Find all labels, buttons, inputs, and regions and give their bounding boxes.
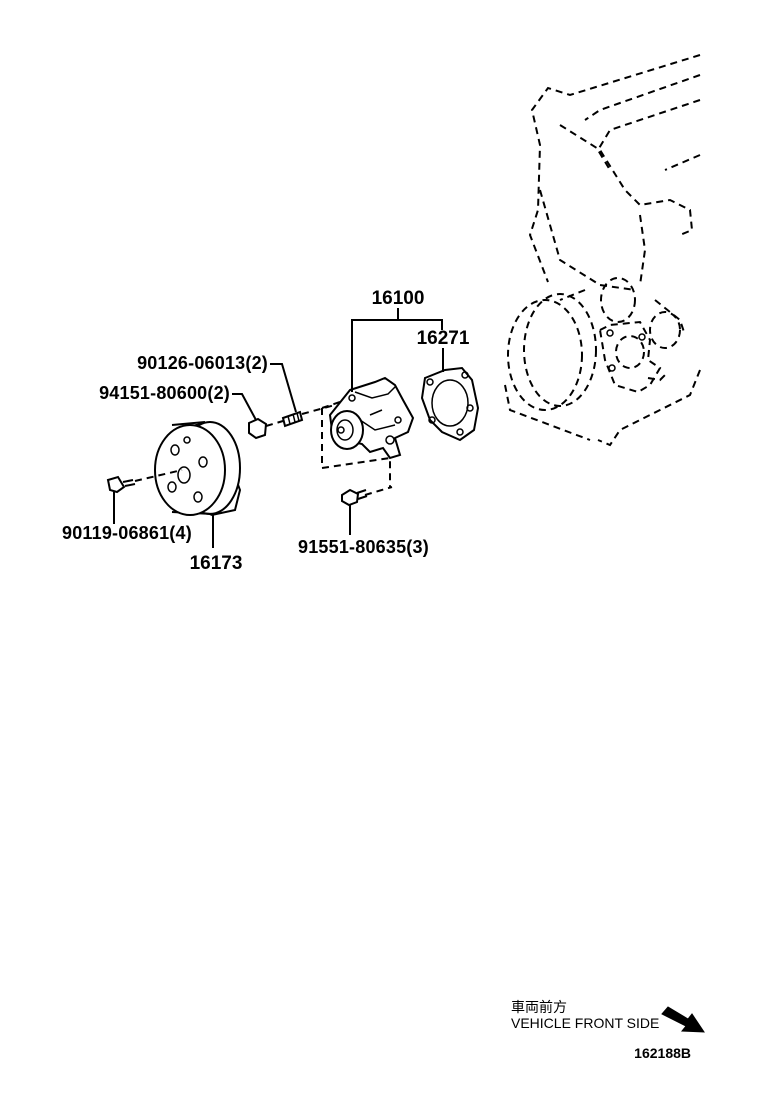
label-stud-bolt: 90126-06013(2): [137, 353, 268, 373]
engine-block: [504, 54, 701, 447]
label-16100: 16100: [372, 288, 425, 309]
stud-bolt[interactable]: [281, 404, 336, 428]
label-pump-bolt: 91551-80635(3): [298, 537, 429, 557]
nut[interactable]: [248, 417, 284, 440]
pulley-bolt[interactable]: [106, 469, 183, 494]
gasket-16271[interactable]: [420, 366, 480, 442]
water-pump-16100[interactable]: [328, 376, 415, 460]
pulley-16173[interactable]: [154, 421, 242, 517]
label-nut: 94151-80600(2): [99, 383, 230, 403]
direction-en: VEHICLE FRONT SIDE: [511, 1015, 659, 1031]
label-16271: 16271: [417, 328, 470, 349]
pump-dashed-frame: [321, 401, 393, 496]
arrow-icon: [661, 1006, 705, 1033]
diagram-code: 162188B: [634, 1045, 691, 1061]
direction-jp: 車両前方: [511, 999, 567, 1015]
leader-lines: [113, 308, 444, 548]
label-16173: 16173: [190, 553, 243, 574]
label-pulley-bolt: 90119-06861(4): [62, 523, 192, 543]
pump-bolt[interactable]: [341, 488, 368, 507]
